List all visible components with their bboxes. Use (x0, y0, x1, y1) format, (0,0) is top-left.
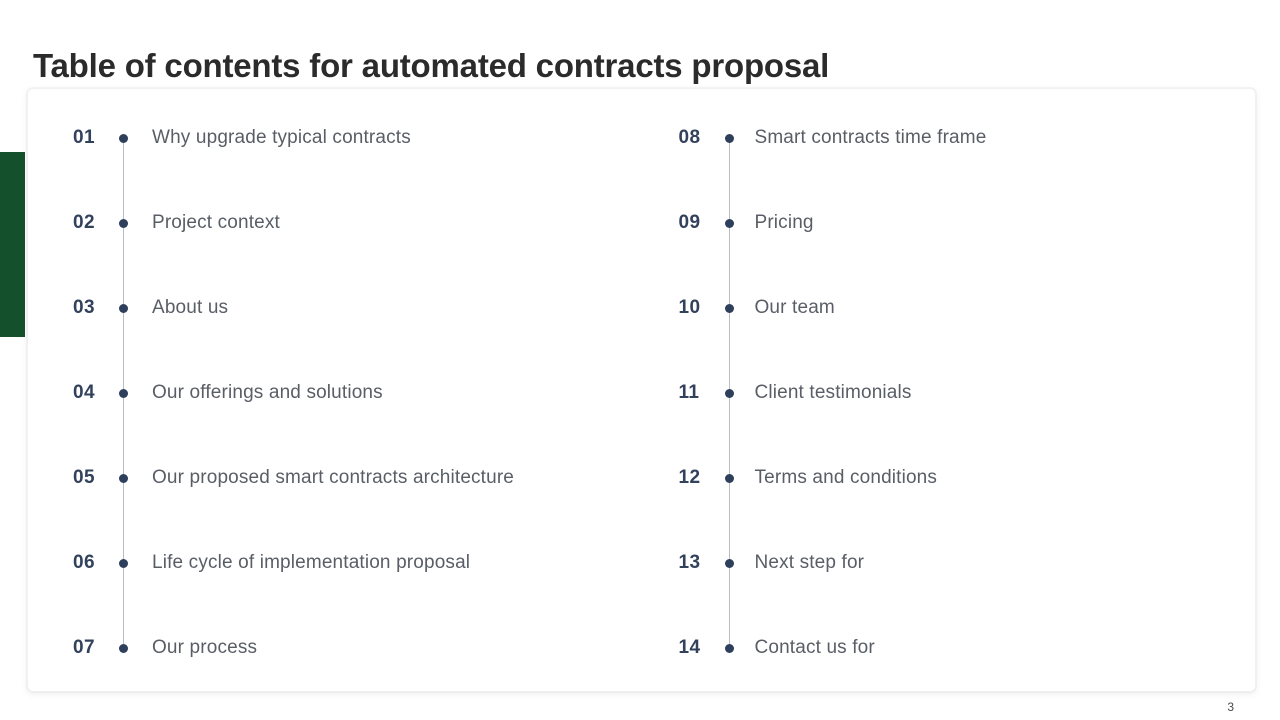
toc-entry-05[interactable]: 05 Our proposed smart contracts architec… (28, 464, 642, 492)
toc-column-left: 01 Why upgrade typical contracts 02 Proj… (28, 89, 642, 691)
toc-number: 02 (73, 212, 95, 233)
toc-columns: 01 Why upgrade typical contracts 02 Proj… (28, 89, 1255, 691)
toc-entry-02[interactable]: 02 Project context (28, 209, 642, 237)
toc-entry-14[interactable]: 14 Contact us for (642, 634, 1256, 662)
toc-label: About us (152, 297, 229, 318)
bullet-dot-icon (724, 558, 734, 568)
green-accent-bar (0, 152, 25, 337)
bullet-dot-icon (119, 473, 128, 483)
bullet-dot-icon (119, 303, 128, 313)
toc-number: 11 (678, 382, 700, 403)
toc-label: Smart contracts time frame (754, 127, 987, 148)
toc-number: 04 (73, 382, 95, 403)
toc-entry-12[interactable]: 12 Terms and conditions (642, 464, 1256, 492)
toc-label: Pricing (754, 212, 814, 233)
bullet-dot-icon (724, 643, 734, 653)
toc-label: Contact us for (754, 637, 875, 658)
bullet-dot-icon (724, 388, 734, 398)
toc-label: Our proposed smart contracts architectur… (152, 467, 515, 488)
toc-label: Life cycle of implementation proposal (152, 552, 471, 573)
toc-number: 01 (73, 127, 95, 148)
toc-number: 07 (73, 637, 95, 658)
bullet-dot-icon (119, 558, 128, 568)
bullet-dot-icon (724, 473, 734, 483)
toc-entry-06[interactable]: 06 Life cycle of implementation proposal (28, 549, 642, 577)
bullet-dot-icon (119, 643, 128, 653)
bullet-dot-icon (724, 303, 734, 313)
page-title: Table of contents for automated contract… (33, 47, 830, 85)
toc-number: 03 (73, 297, 95, 318)
bullet-dot-icon (119, 133, 128, 143)
toc-number: 14 (678, 637, 701, 658)
toc-number: 05 (73, 467, 95, 488)
toc-label: Our process (152, 637, 258, 658)
toc-label: Why upgrade typical contracts (152, 127, 411, 148)
toc-entry-10[interactable]: 10 Our team (642, 294, 1256, 322)
toc-number: 10 (678, 297, 701, 318)
toc-entry-13[interactable]: 13 Next step for (642, 549, 1256, 577)
toc-label: Our team (754, 297, 835, 318)
toc-entry-04[interactable]: 04 Our offerings and solutions (28, 379, 642, 407)
toc-entry-09[interactable]: 09 Pricing (642, 209, 1256, 237)
toc-number: 13 (678, 552, 701, 573)
toc-label: Terms and conditions (754, 467, 938, 488)
page-number: 3 (1227, 700, 1234, 714)
toc-column-right: 08 Smart contracts time frame 09 Pricing… (642, 89, 1256, 691)
bullet-dot-icon (119, 218, 128, 228)
toc-number: 09 (678, 212, 701, 233)
toc-entry-11[interactable]: 11 Client testimonials (642, 379, 1256, 407)
toc-entry-08[interactable]: 08 Smart contracts time frame (642, 124, 1256, 152)
toc-label: Project context (152, 212, 280, 233)
bullet-dot-icon (119, 388, 128, 398)
toc-label: Client testimonials (754, 382, 912, 403)
toc-number: 06 (73, 552, 95, 573)
toc-entry-07[interactable]: 07 Our process (28, 634, 642, 662)
toc-entry-03[interactable]: 03 About us (28, 294, 642, 322)
toc-label: Our offerings and solutions (152, 382, 383, 403)
bullet-dot-icon (724, 133, 734, 143)
toc-number: 08 (678, 127, 701, 148)
toc-label: Next step for (754, 552, 865, 573)
toc-entry-01[interactable]: 01 Why upgrade typical contracts (28, 124, 642, 152)
bullet-dot-icon (724, 218, 734, 228)
table-of-contents-card: 01 Why upgrade typical contracts 02 Proj… (27, 88, 1256, 692)
toc-number: 12 (678, 467, 701, 488)
